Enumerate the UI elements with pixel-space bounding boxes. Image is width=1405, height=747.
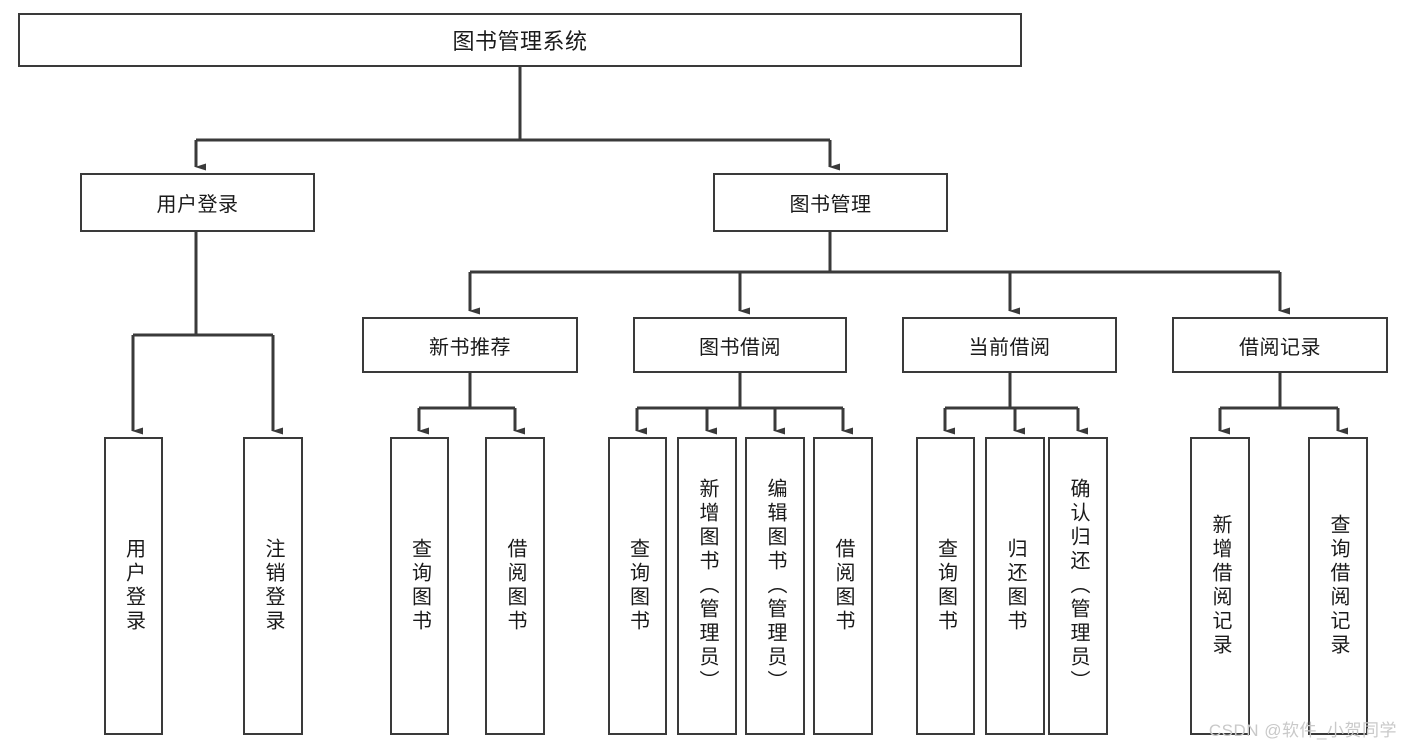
node-new-book-recommend-label: 新书推荐 (429, 336, 511, 359)
node-book-borrow[interactable]: 图书借阅 (633, 317, 847, 373)
node-leaf-borrow-book-1-label: 借阅图书 (504, 538, 526, 634)
node-user-login[interactable]: 用户登录 (80, 173, 315, 232)
node-leaf-query-book-2[interactable]: 查询图书 (608, 437, 667, 735)
node-leaf-edit-book-label: 编辑图书（管理员） (764, 478, 786, 694)
node-leaf-query-book-1-label: 查询图书 (408, 538, 431, 634)
node-leaf-logout-login[interactable]: 注销登录 (243, 437, 303, 735)
node-borrow-record[interactable]: 借阅记录 (1172, 317, 1388, 373)
node-new-book-recommend[interactable]: 新书推荐 (362, 317, 578, 373)
node-leaf-confirm-return-label: 确认归还（管理员） (1067, 478, 1089, 694)
node-leaf-confirm-return[interactable]: 确认归还（管理员） (1048, 437, 1108, 735)
watermark-text: CSDN @软件_小贺同学 (1208, 721, 1397, 740)
node-user-login-label: 用户登录 (156, 194, 239, 216)
node-book-management-label: 图书管理 (789, 194, 872, 216)
node-borrow-record-label: 借阅记录 (1239, 336, 1321, 359)
node-leaf-edit-book[interactable]: 编辑图书（管理员） (745, 437, 805, 735)
node-current-borrow[interactable]: 当前借阅 (902, 317, 1117, 373)
node-leaf-query-book-3[interactable]: 查询图书 (916, 437, 975, 735)
node-leaf-return-book[interactable]: 归还图书 (985, 437, 1045, 735)
node-leaf-logout-login-label: 注销登录 (262, 538, 284, 634)
node-book-borrow-label: 图书借阅 (699, 336, 781, 359)
node-leaf-user-login[interactable]: 用户登录 (104, 437, 163, 735)
node-leaf-borrow-book-2[interactable]: 借阅图书 (813, 437, 873, 735)
node-leaf-query-record-label: 查询借阅记录 (1327, 514, 1349, 658)
node-leaf-user-login-label: 用户登录 (122, 538, 145, 634)
node-book-management[interactable]: 图书管理 (713, 173, 948, 232)
node-leaf-query-book-2-label: 查询图书 (626, 538, 649, 634)
node-current-borrow-label: 当前借阅 (968, 336, 1051, 359)
node-leaf-borrow-book-1[interactable]: 借阅图书 (485, 437, 545, 735)
node-leaf-borrow-book-2-label: 借阅图书 (832, 538, 854, 634)
node-leaf-return-book-label: 归还图书 (1004, 538, 1026, 634)
node-leaf-query-book-1[interactable]: 查询图书 (390, 437, 449, 735)
node-root-label: 图书管理系统 (452, 29, 588, 54)
node-leaf-query-book-3-label: 查询图书 (934, 538, 957, 634)
node-leaf-add-book[interactable]: 新增图书（管理员） (677, 437, 737, 735)
node-leaf-add-record-label: 新增借阅记录 (1209, 514, 1231, 658)
node-leaf-add-record[interactable]: 新增借阅记录 (1190, 437, 1250, 735)
node-root-system[interactable]: 图书管理系统 (18, 13, 1022, 67)
node-leaf-query-record[interactable]: 查询借阅记录 (1308, 437, 1368, 735)
node-leaf-add-book-label: 新增图书（管理员） (696, 478, 718, 694)
